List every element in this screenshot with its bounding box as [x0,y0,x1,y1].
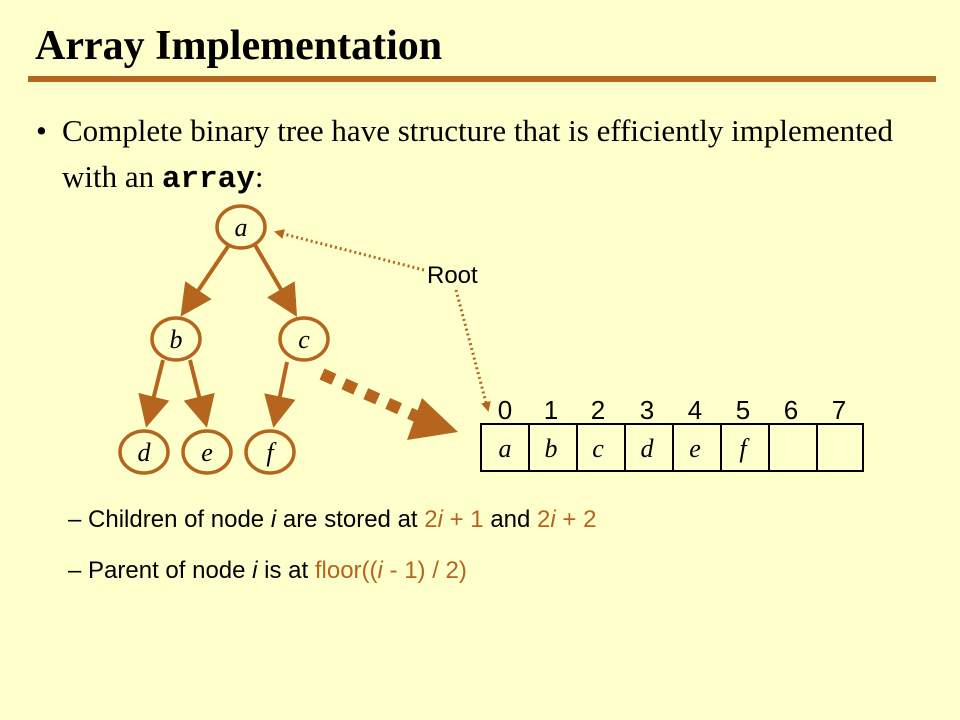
rule-parent-expr-b: - 1) / 2) [382,557,467,584]
tree-node-label-e: e [201,438,213,467]
array-index-1: 1 [544,395,558,425]
bullet-text: Complete binary tree have structure that… [62,108,916,203]
tree-edges [138,243,298,428]
rule-parent-var: i [252,557,258,584]
array-cell-value-4: e [689,434,701,463]
tree-node-d [118,429,170,475]
tree-to-array-arrow-head [407,398,458,440]
tree-node-a [215,204,267,250]
root-pointer-to-array [454,289,491,412]
rule-children: – Children of node i are stored at 2i + … [68,506,596,534]
root-pointer-to-node-a [274,229,425,272]
tree-node-label-a: a [235,213,248,242]
rule-parent-prefix: Parent of node [88,557,253,584]
tree-node-b [150,316,202,362]
rule-children-prefix: Children of node [88,506,271,533]
array-index-2: 2 [591,395,605,425]
root-label: Root [427,262,478,289]
bullet-code-array: array [161,162,255,197]
rule-children-expr1-b: + 1 [442,506,484,533]
rule-children-var: i [270,506,277,533]
rule-children-expr2-b: + 2 [555,506,597,533]
rule-parent-dash: – [68,557,82,584]
tree-node-label-c: c [298,325,310,354]
tree-node-c [278,316,330,362]
rule-children-middle: are stored at [276,506,425,533]
array-cell-value-0: a [499,434,512,463]
rule-children-dash: – [68,506,82,533]
rule-children-expr1: 2i + 1 [424,506,483,533]
tree-to-array-arrow [319,368,458,440]
array-index-0: 0 [498,395,512,425]
array-index-5: 5 [736,395,750,425]
rule-children-expr2-a: 2 [537,506,551,533]
array-cells [480,423,864,472]
edge-a-c [253,243,298,317]
tree-node-e [181,429,233,475]
array-cell-value-1: b [545,434,558,463]
rule-parent-expr-a: floor(( [314,557,378,584]
title-underline [28,76,936,82]
root-pointers [274,229,491,412]
tree-to-array-arrow-shaft [319,368,421,423]
edge-b-e [183,359,215,428]
array-cell-6 [768,423,818,472]
tree-node-label-f: f [266,438,277,467]
rule-parent-middle: is at [257,557,315,584]
array-cell-value-3: d [641,434,655,463]
rule-parent: – Parent of node i is at floor((i - 1) /… [68,557,467,585]
array-cell-value-2: c [592,434,604,463]
array-index-7: 7 [832,395,846,425]
bullet-text-part1: Complete binary tree have structure that… [62,113,893,194]
main-bullet: • Complete binary tree have structure th… [36,108,916,203]
rule-children-and: and [483,506,538,533]
rule-children-expr2-var: i [550,506,556,533]
array-cell-value-5: f [739,434,750,463]
array-index-4: 4 [688,395,702,425]
array-index-6: 6 [784,395,798,425]
bullet-marker: • [36,113,47,148]
tree-node-f [244,429,296,475]
rule-children-expr2: 2i + 2 [537,506,596,533]
tree-node-label-b: b [170,325,183,354]
array-cell-7 [816,423,864,472]
edge-c-f [264,361,296,428]
rule-parent-expr-var: i [377,557,383,584]
edge-b-d [138,359,170,428]
tree-nodes [118,204,330,475]
rule-children-expr1-a: 2 [424,506,438,533]
tree-node-label-d: d [138,438,152,467]
edge-a-b [180,243,231,317]
rule-children-expr1-var: i [437,506,443,533]
bullet-text-part2: : [254,159,264,194]
slide-title: Array Implementation [35,23,443,69]
array-index-3: 3 [640,395,654,425]
rule-parent-expr: floor((i - 1) / 2) [315,557,467,584]
